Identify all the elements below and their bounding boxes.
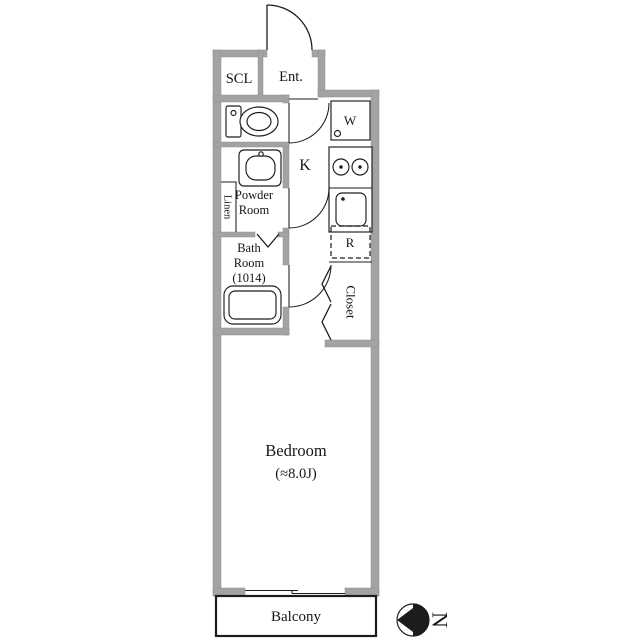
vanity-sink-icon (238, 149, 282, 187)
balcony-sliding-door (245, 589, 345, 595)
wall-bottom-right (344, 587, 380, 597)
label-powder-line2: Room (239, 203, 270, 217)
label-bath-line3: (1014) (232, 271, 265, 285)
label-entrance: Ent. (279, 69, 303, 85)
label-bedroom-line2: (≈8.0J) (275, 466, 317, 482)
toilet-icon (225, 105, 279, 138)
label-kitchen: K (299, 157, 311, 174)
wall-bottom-left (212, 587, 246, 597)
wall-powder-bath-right (277, 231, 290, 238)
hall-door-arc (288, 102, 330, 144)
label-linen: Linen (221, 195, 232, 220)
powder-door (288, 187, 330, 229)
label-balcony: Balcony (271, 609, 321, 625)
wall-closet-bottom (324, 339, 380, 348)
wall-toilet-top (212, 94, 290, 103)
label-closet: Closet (343, 285, 358, 319)
wall-corridor-seg2 (282, 142, 290, 189)
label-bedroom-line1: Bedroom (265, 441, 327, 460)
stove-icon (332, 158, 369, 176)
wall-corridor-seg1 (282, 94, 290, 104)
bathtub-icon (223, 285, 282, 325)
wall-left-outer (212, 49, 222, 597)
compass-icon (396, 603, 430, 637)
wall-powder-bath-left (212, 231, 256, 238)
entrance-door-arc (266, 4, 313, 51)
refrigerator-space (330, 225, 371, 259)
entrance-door (266, 4, 313, 51)
label-powder-line1: Powder (235, 188, 274, 202)
hall-door (288, 102, 330, 144)
label-washer: W (344, 113, 357, 128)
wall-top-right (317, 89, 380, 98)
bath-folding-door-icon (256, 233, 280, 249)
linen-partition-line (221, 181, 237, 232)
label-bath-line1: Bath (237, 241, 261, 255)
linen-closet (221, 181, 237, 232)
wall-bath-bedroom (212, 327, 290, 336)
washer-pan-icon (330, 100, 371, 141)
wall-corridor-seg3 (282, 227, 290, 266)
wall-toilet-powder (212, 141, 290, 148)
label-refrigerator: R (346, 235, 355, 250)
bedroom-door-arc (288, 264, 332, 308)
balcony-outline (214, 594, 378, 638)
kitchen-sink-icon (335, 192, 367, 227)
wall-scl-ent-divider (257, 49, 264, 98)
label-bath-line2: Room (234, 256, 265, 270)
compass-north-label: N (427, 612, 452, 628)
closet-folding-door-icon (321, 261, 372, 341)
label-scl: SCL (226, 71, 253, 87)
powder-door-arc (288, 187, 330, 229)
bedroom-door (288, 264, 332, 308)
